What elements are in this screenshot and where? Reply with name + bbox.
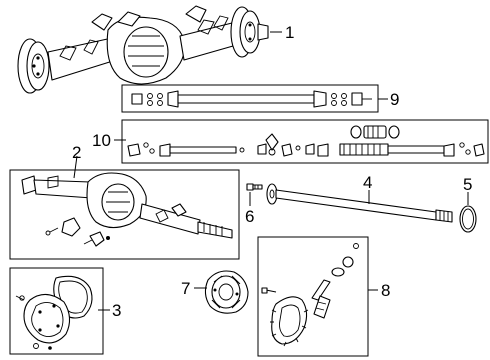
callout-5[interactable]: 5 [463,175,472,194]
ring-and-pinion-box [257,236,369,357]
drive-shaft[interactable] [131,90,372,108]
two-piece-drive-shaft[interactable] [127,125,485,157]
rear-axle-assembly[interactable] [17,5,269,94]
axle-housing-box [9,169,240,260]
axle-housing[interactable] [21,172,233,247]
two-piece-drive-shaft-box [121,119,489,164]
callout-6[interactable]: 6 [245,207,254,226]
callout-3[interactable]: 3 [112,301,121,320]
callout-4[interactable]: 4 [363,173,372,192]
axle-shaft[interactable] [266,183,453,223]
callout-9[interactable]: 9 [390,90,399,109]
differential-cover[interactable] [15,275,93,350]
callout-7[interactable]: 7 [181,279,190,298]
callout-10[interactable]: 10 [92,131,111,150]
shaft-seal-ring[interactable] [459,205,477,233]
differential-cover-box [9,267,104,355]
callout-2[interactable]: 2 [72,143,81,162]
callout-1[interactable]: 1 [285,23,294,42]
ring-and-pinion[interactable] [261,243,359,347]
callout-8[interactable]: 8 [381,281,390,300]
wheel-stud[interactable] [246,183,263,191]
differential-case[interactable] [204,270,249,314]
leader-line-2 [73,155,78,179]
